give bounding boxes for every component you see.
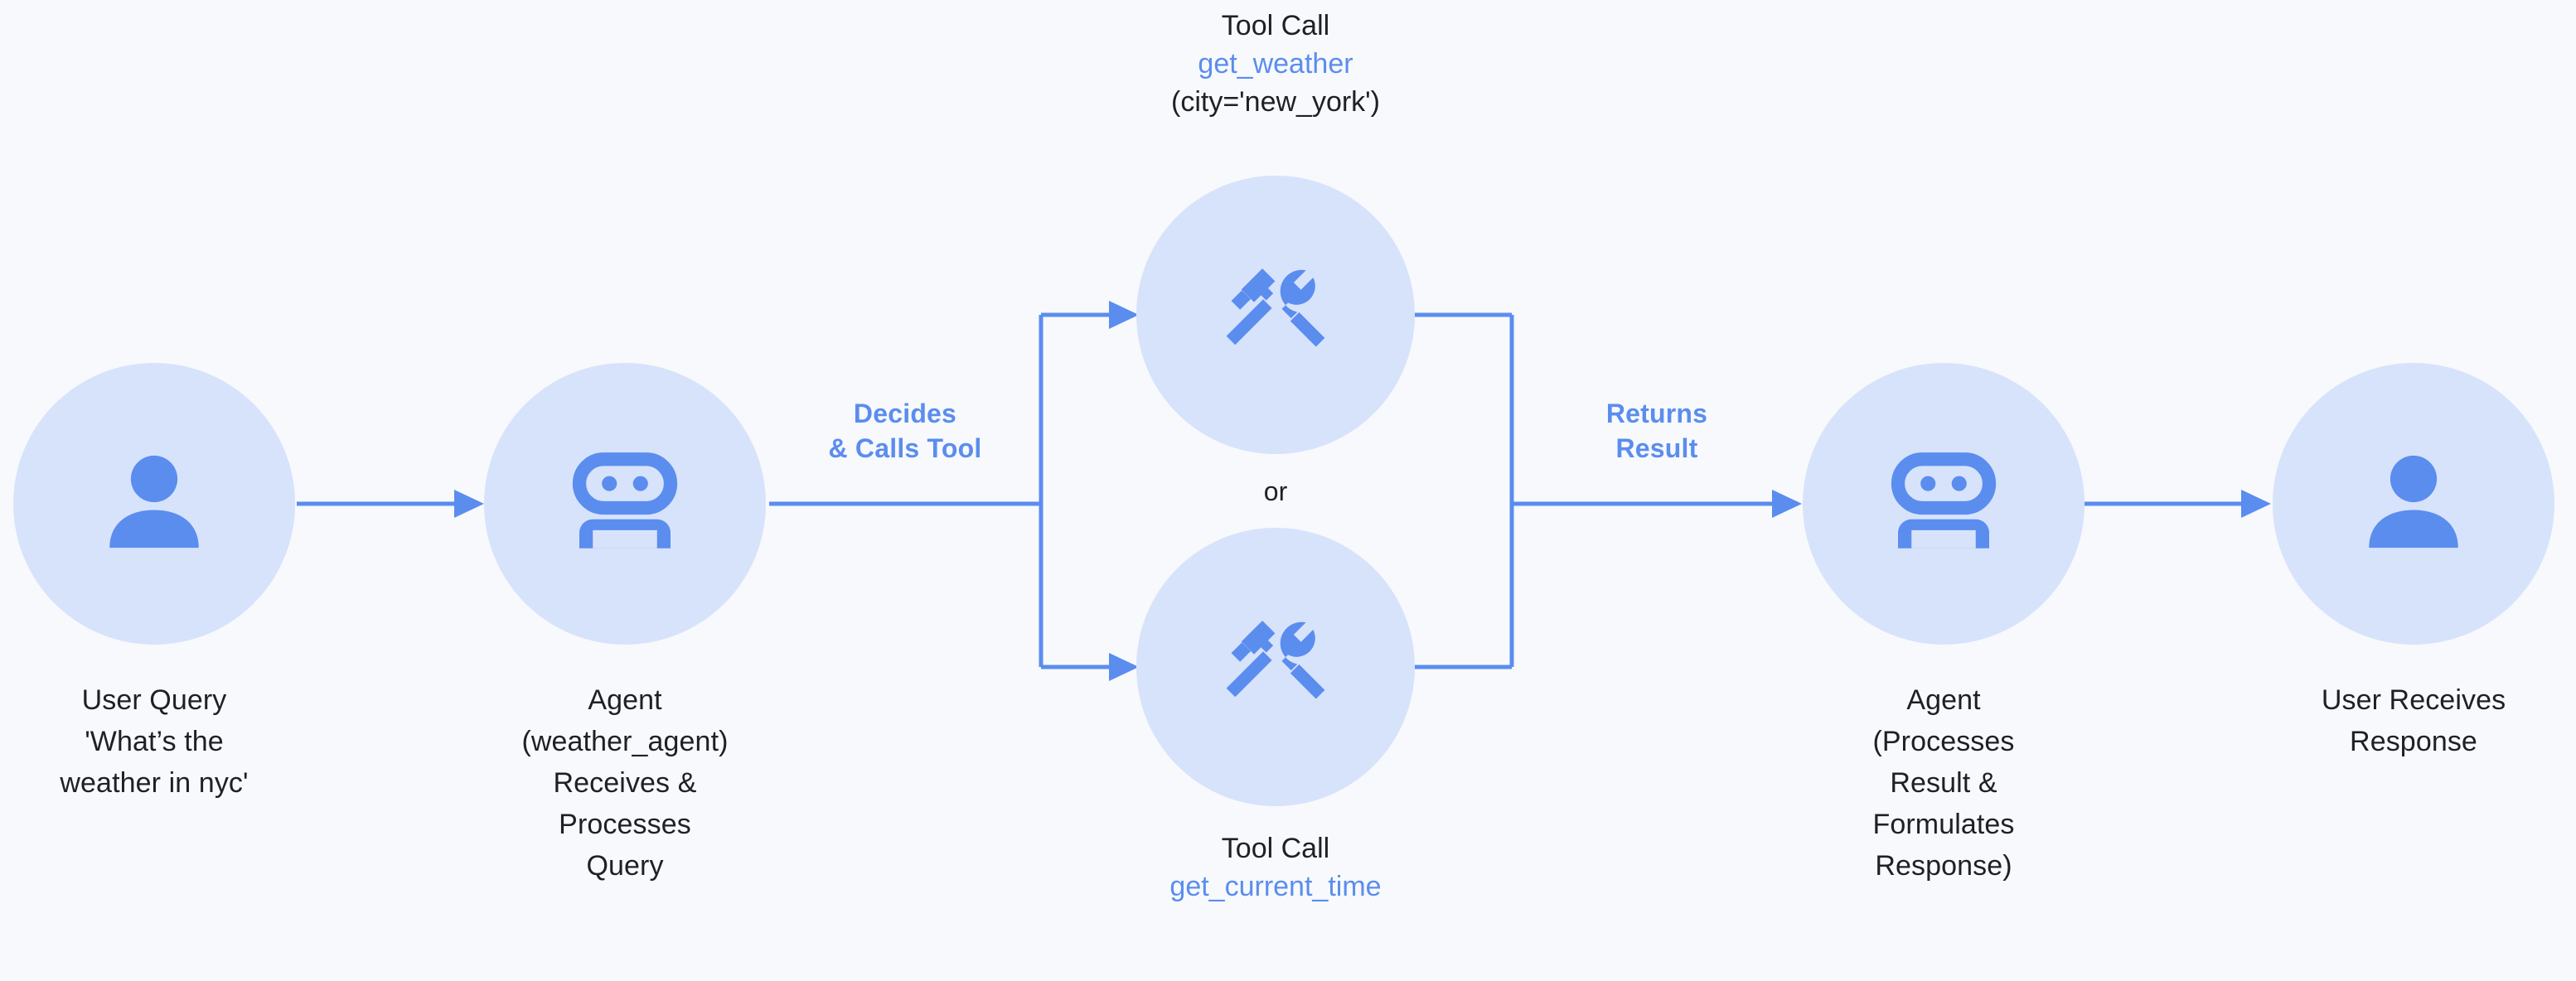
or-label: or: [1263, 476, 1288, 506]
edge-tools-to-merge: [1415, 312, 1802, 669]
handyman-icon: [1213, 605, 1338, 729]
tool-bottom-heading: Tool Call: [1221, 833, 1330, 864]
edge-agent-to-user: [2085, 490, 2271, 518]
user-receives-disc: [2273, 363, 2554, 645]
robot-icon: [1881, 442, 2006, 566]
user-query-disc: [13, 363, 295, 645]
edge-label-returns: Returns Result: [1605, 399, 1708, 463]
agent-processes-caption: Agent (Processes Result & Formulates Res…: [1872, 684, 2015, 882]
user-receives-caption: User Receives Response: [2321, 684, 2506, 757]
user-query-caption: User Query 'What’s the weather in nyc': [60, 684, 249, 799]
tool-top-disc: [1136, 176, 1415, 454]
tool-bottom-function-name: get_current_time: [1169, 871, 1382, 902]
tool-top-caption: Tool Call get_weather (city='new_york'): [1135, 7, 1416, 121]
edge-label-decides: Decides & Calls Tool: [828, 399, 982, 463]
person-icon: [92, 442, 216, 566]
agent-processes-disc: [1803, 363, 2085, 645]
robot-icon: [563, 442, 687, 566]
tool-top-args: (city='new_york'): [1171, 86, 1380, 118]
handyman-icon: [1213, 253, 1338, 377]
tool-top-function-name: get_weather: [1198, 48, 1353, 80]
tool-bottom-caption: Tool Call get_current_time: [1135, 829, 1416, 906]
edge-agent-to-split: [769, 301, 1139, 681]
edge-user-to-agent: [297, 490, 484, 518]
tool-top-heading: Tool Call: [1221, 10, 1330, 41]
agent-receives-caption: Agent (weather_agent) Receives & Process…: [521, 684, 729, 882]
agent-receives-disc: [484, 363, 766, 645]
person-icon: [2351, 442, 2476, 566]
tool-bottom-disc: [1136, 528, 1415, 806]
